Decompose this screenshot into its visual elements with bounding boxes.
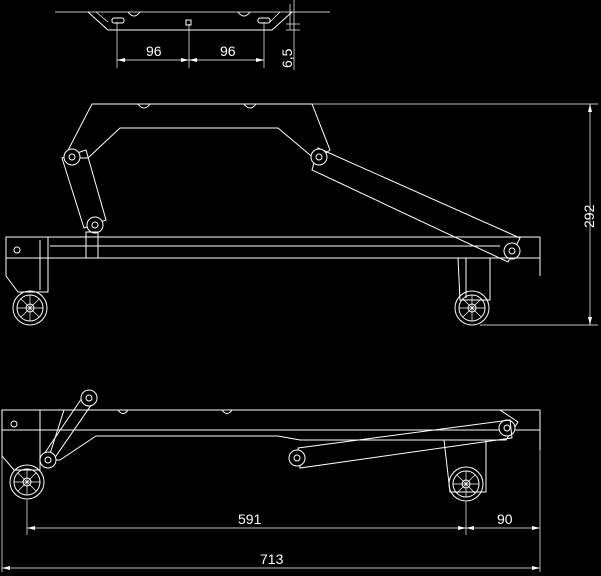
dim-label-591: 591: [238, 511, 262, 527]
bracket-detail-view: [55, 0, 330, 70]
cart-lifted-view: [5, 103, 541, 301]
dim-wheel-spacing: [1, 440, 541, 572]
dim-label-292: 292: [581, 204, 597, 228]
dim-height-lifted: [312, 103, 598, 326]
dim-label-96-left: 96: [146, 43, 162, 59]
cart-lowered-view: [1, 389, 541, 493]
dim-total-length: [2, 566, 540, 570]
wheel-right-lowered: [448, 466, 484, 502]
dim-label-offset: 6,5: [279, 48, 295, 68]
wheel-right-lifted: [454, 290, 490, 326]
dim-label-96-right: 96: [220, 43, 236, 59]
wheel-left-lowered: [9, 464, 45, 500]
dim-spacing-top: [116, 22, 265, 68]
wheel-left-lifted: [12, 290, 48, 326]
dim-label-90: 90: [497, 511, 513, 527]
dim-label-713: 713: [260, 551, 284, 567]
